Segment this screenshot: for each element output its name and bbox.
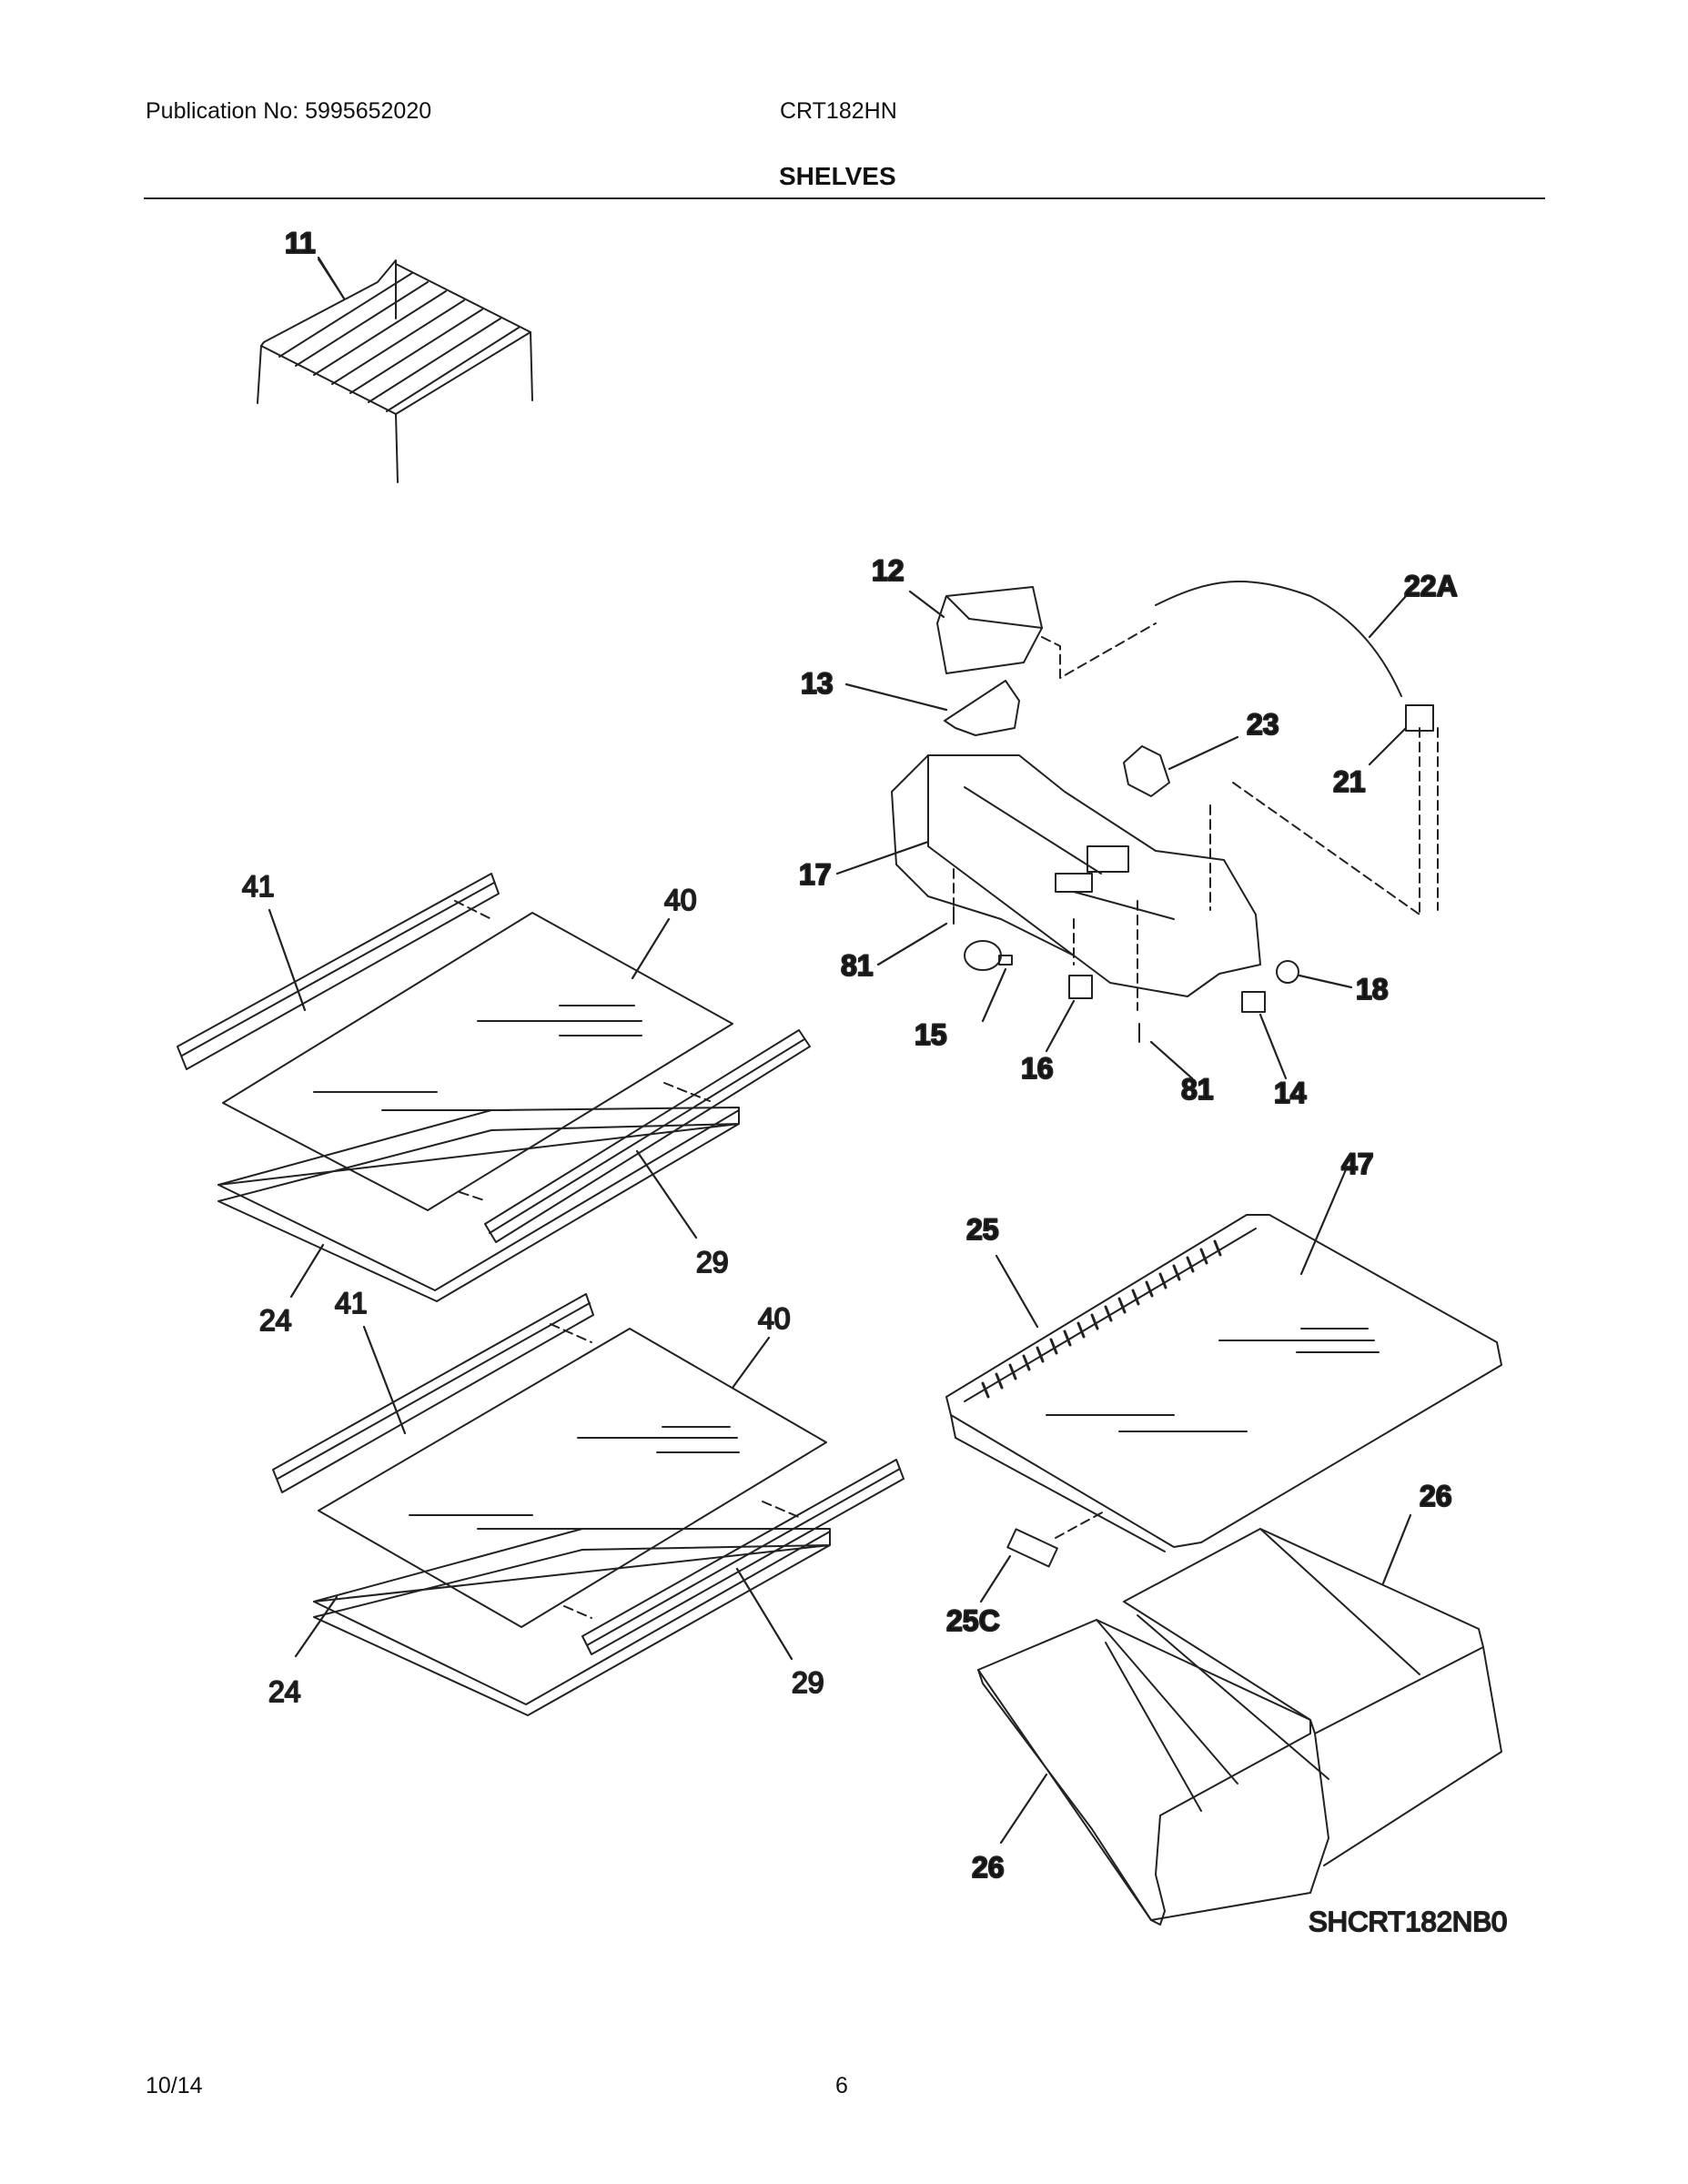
publication-number: Publication No: 5995652020 [146, 98, 432, 124]
part-label-29-upper: 29 [696, 1246, 729, 1279]
part-label-11: 11 [285, 227, 316, 259]
part-label-41-upper: 41 [242, 870, 275, 903]
page-title: SHELVES [779, 162, 896, 190]
part-label-81-upper: 81 [841, 949, 874, 982]
part-label-25: 25 [966, 1213, 999, 1246]
model-number: CRT182HN [780, 98, 897, 124]
part-label-12: 12 [872, 554, 905, 587]
part-label-18: 18 [1356, 973, 1389, 1006]
glass-shelf-lower [272, 1293, 905, 1716]
part-label-21: 21 [1333, 765, 1366, 798]
crisper-cover [945, 1214, 1502, 1568]
part-label-14: 14 [1274, 1077, 1307, 1109]
footer-date: 10/14 [146, 2073, 203, 2098]
part-label-15: 15 [915, 1018, 947, 1051]
diagram-code: SHCRT182NB0 [1309, 1906, 1507, 1937]
crisper-drawers [977, 1528, 1502, 1926]
part-label-81-lower: 81 [1181, 1073, 1214, 1106]
part-label-29-lower: 29 [792, 1666, 824, 1699]
part-label-23: 23 [1247, 708, 1279, 741]
part-label-25c: 25C [946, 1604, 1000, 1637]
part-label-24-lower: 24 [268, 1675, 301, 1708]
part-label-26-left: 26 [972, 1851, 1005, 1884]
header-rule [144, 197, 1545, 199]
part-label-13: 13 [801, 667, 834, 700]
part-label-47: 47 [1341, 1148, 1374, 1180]
part-label-22a: 22A [1404, 570, 1458, 602]
footer-page-number: 6 [835, 2073, 848, 2098]
part-label-17: 17 [799, 858, 832, 891]
part-label-16: 16 [1021, 1052, 1054, 1085]
wire-shelf-11 [257, 258, 533, 483]
light-housing-assembly [891, 580, 1439, 1043]
part-label-40-lower: 40 [758, 1302, 791, 1335]
part-label-41-lower: 41 [335, 1287, 368, 1320]
part-label-40-upper: 40 [664, 884, 697, 916]
leader-lines [268, 256, 1412, 1845]
part-label-26-right: 26 [1420, 1480, 1452, 1512]
glass-shelf-upper [177, 873, 811, 1302]
part-label-24-upper: 24 [259, 1304, 292, 1337]
